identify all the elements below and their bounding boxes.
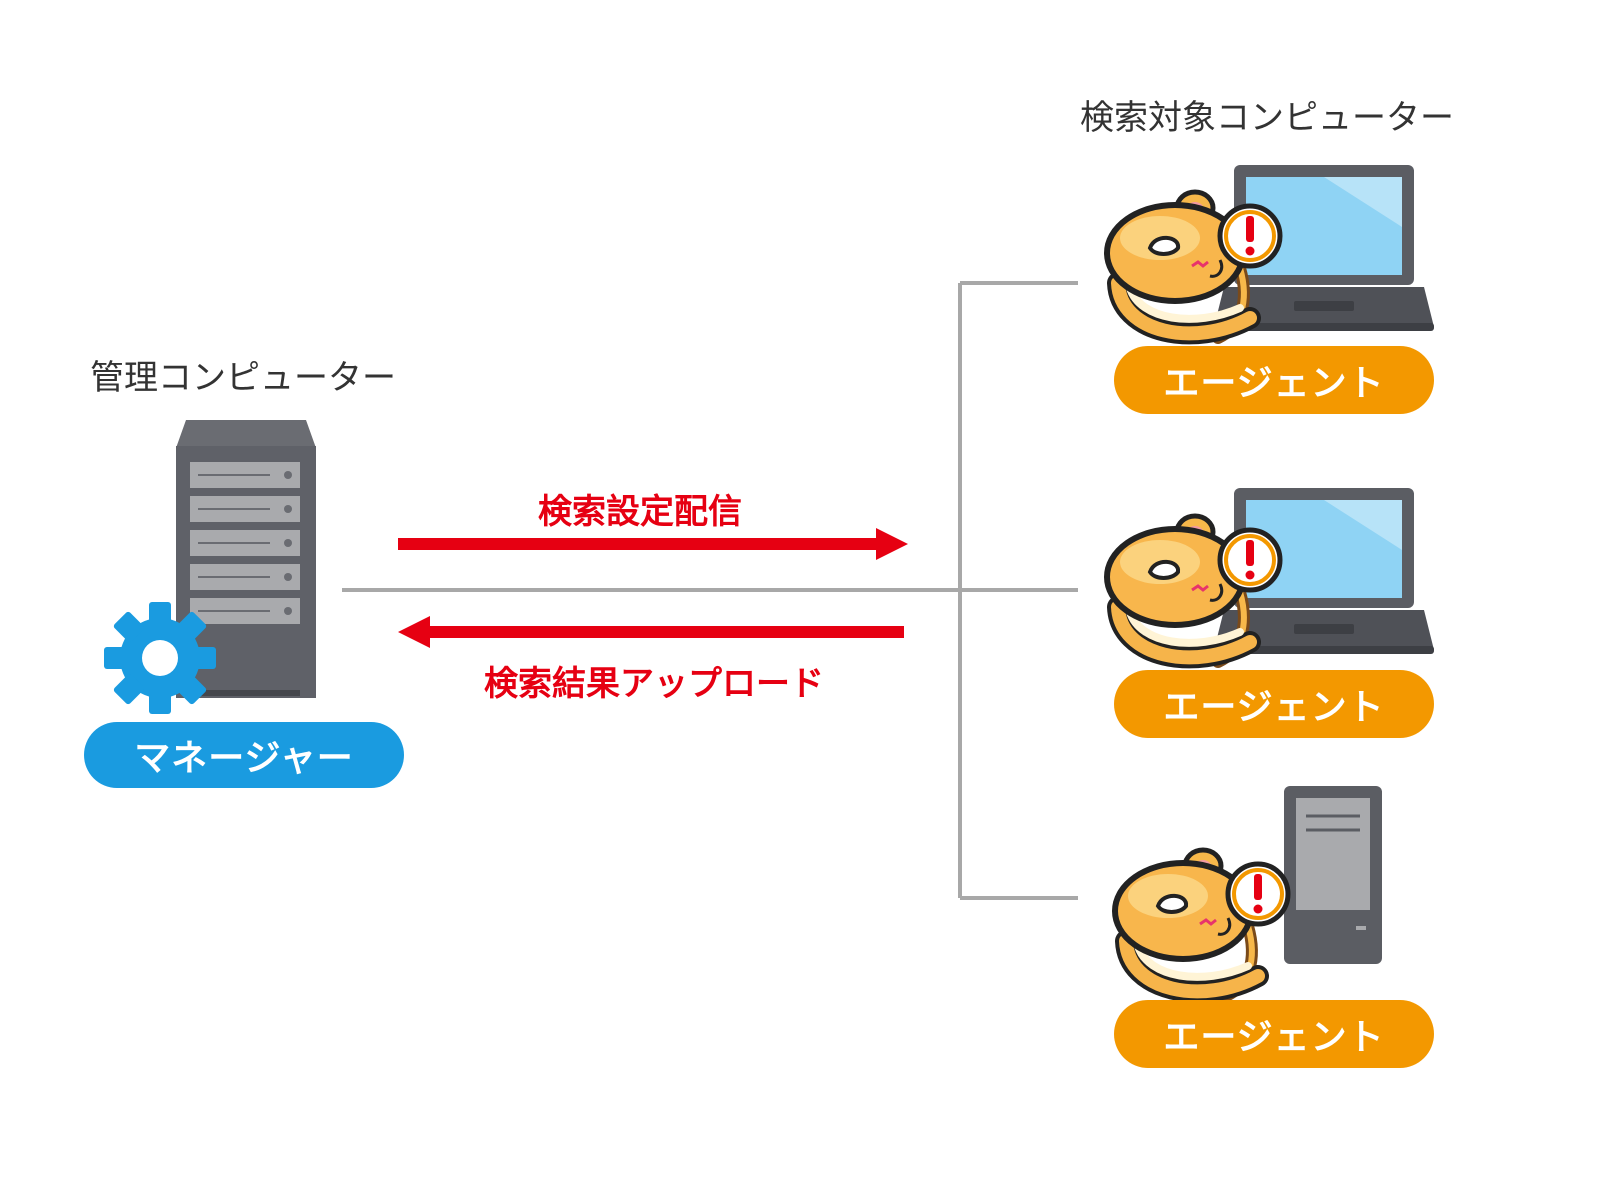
- manager-badge: マネージャー: [84, 722, 404, 788]
- manager-title: 管理コンピューター: [90, 358, 396, 398]
- mascot-icon: [1115, 850, 1288, 996]
- arrow-distribute: [398, 528, 908, 560]
- desktop-tower-icon: [1284, 786, 1382, 964]
- arrow-upload: [398, 616, 904, 648]
- mascot-icon: [1107, 516, 1280, 662]
- connector-lines: [342, 281, 1078, 900]
- mascot-icon: [1107, 192, 1280, 338]
- gear-icon: [104, 602, 216, 714]
- agent-badge: エージェント: [1114, 346, 1434, 414]
- agent-badge: エージェント: [1114, 1000, 1434, 1068]
- upload-label: 検索結果アップロード: [484, 664, 824, 704]
- server-rack-icon: [176, 420, 316, 698]
- agent-badge: エージェント: [1114, 670, 1434, 738]
- distribute-label: 検索設定配信: [538, 492, 742, 532]
- targets-title: 検索対象コンピューター: [1080, 98, 1454, 138]
